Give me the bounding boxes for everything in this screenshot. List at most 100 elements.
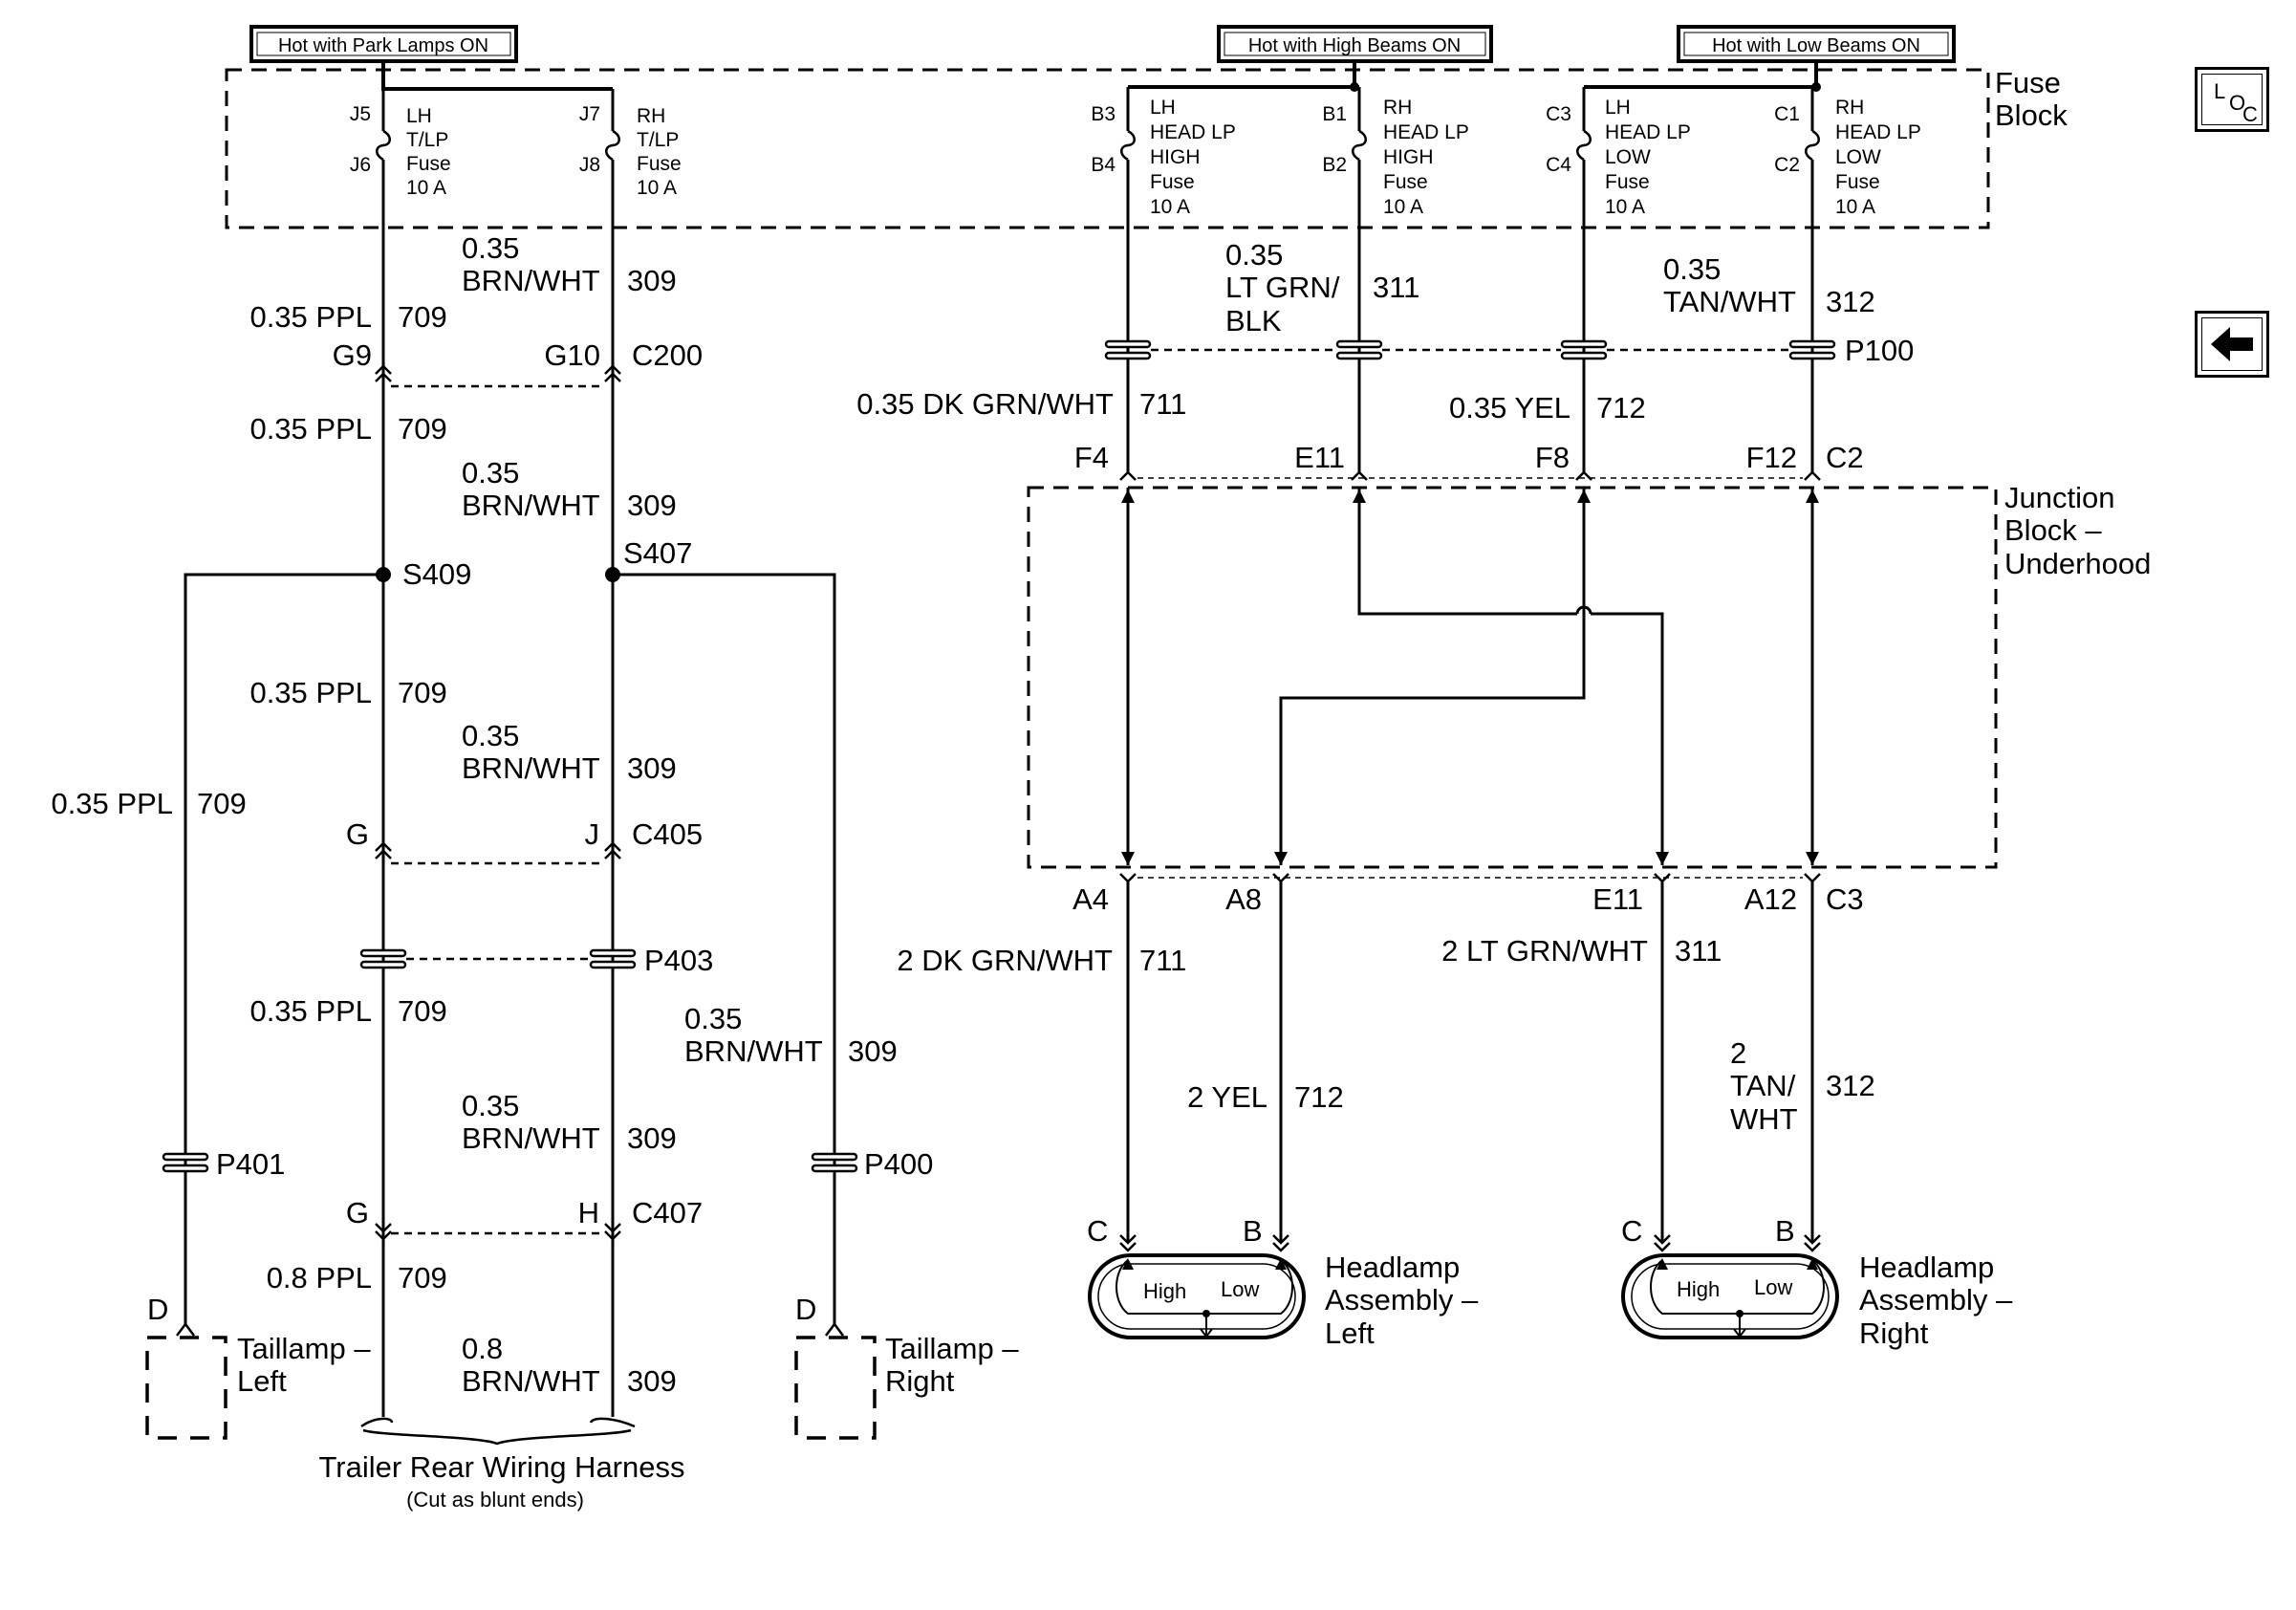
inline-p400-label: P400 [864,1147,933,1181]
svg-text:HEAD LP: HEAD LP [1150,121,1236,143]
wire-312-circuit-top: 312 [1826,285,1875,318]
fuse-symbols [376,113,1820,162]
junction-block-label-2: Block – [2004,513,2102,547]
svg-text:B2: B2 [1322,154,1347,176]
svg-text:D: D [147,1293,168,1326]
headlamp-left-terminal-b: B [1243,1214,1263,1248]
wire-309-circuit-e: 309 [627,1364,677,1398]
headlamp-wires [1126,160,1814,474]
svg-text:LOW: LOW [1835,146,1881,168]
svg-text:C3: C3 [1546,103,1571,125]
svg-text:HIGH: HIGH [1150,146,1201,168]
svg-text:Left: Left [237,1364,287,1398]
wire-309-size-a2: BRN/WHT [462,264,600,297]
junction-top-connectors [1119,470,1821,481]
wire-709-size-e: 0.8 PPL [267,1261,372,1295]
fuse-rh-tlp: J7 J8 RH T/LP Fuse 10 A [579,103,682,199]
svg-text:High: High [1677,1277,1720,1301]
connector-e11-top: E11 [1294,441,1345,474]
wire-712-size-mid: 0.35 YEL [1449,391,1570,424]
wire-309-size-c1: 0.35 [462,719,519,752]
svg-text:Taillamp –: Taillamp – [885,1332,1019,1365]
wire-312-size-bottom-3: WHT [1730,1102,1798,1136]
splice-dots [376,567,620,582]
wire-312-size-2: TAN/WHT [1663,285,1796,318]
svg-text:Fuse: Fuse [1835,171,1880,193]
wire-709-circuit-b: 709 [398,412,447,446]
splice-s409 [376,567,391,582]
svg-text:C4: C4 [1546,154,1571,176]
connector-e11-bottom: E11 [1592,882,1643,916]
svg-text:LH: LH [1150,97,1176,119]
fuse-block-outline [225,68,1990,229]
svg-text:RH: RH [1835,97,1864,119]
inline-p403-label: P403 [644,944,713,977]
svg-text:LH: LH [406,105,432,127]
svg-text:Low: Low [1754,1275,1792,1299]
connector-c407-g: G [346,1196,369,1229]
svg-text:HEAD LP: HEAD LP [1835,121,1921,143]
wire-312-circuit-bottom: 312 [1826,1069,1875,1102]
inline-connector-p403 [359,948,637,969]
svg-text:Headlamp: Headlamp [1859,1251,1994,1284]
inline-p401-label: P401 [216,1147,285,1181]
location-button[interactable]: L O C [2195,67,2269,132]
svg-text:10 A: 10 A [1150,196,1190,218]
wire-709-size-c: 0.35 PPL [249,676,372,709]
connector-c2: C2 [1826,441,1864,474]
high-beams-header: Hot with High Beams ON [1217,25,1493,63]
wire-711-circuit-bottom: 711 [1139,944,1186,977]
svg-text:J5: J5 [350,103,371,125]
low-beams-header: Hot with Low Beams ON [1677,25,1956,63]
svg-text:J6: J6 [350,154,371,176]
svg-text:B4: B4 [1091,154,1116,176]
svg-text:C2: C2 [1774,154,1800,176]
svg-text:High: High [1143,1279,1186,1303]
inline-p100-label: P100 [1845,334,1914,367]
loc-letter-c: C [2242,102,2258,126]
svg-text:RH: RH [1383,97,1412,119]
splice-s407 [605,567,620,582]
location-button-frame [2201,74,2263,125]
loc-letter-l: L [2214,79,2226,103]
svg-text:LOW: LOW [1605,146,1651,168]
connector-c405-g: G [346,817,369,851]
wire-309-size-e1: 0.8 [462,1332,503,1365]
wire-712-circuit-mid: 712 [1596,391,1646,424]
junction-block-label-3: Underhood [2004,547,2151,580]
svg-text:Fuse: Fuse [1150,171,1195,193]
wire-309-circuit-right: 309 [848,1034,898,1068]
connector-c407-h: H [578,1196,599,1229]
svg-text:B3: B3 [1091,103,1116,125]
fuse-lh-tlp: J5 J6 LH T/LP Fuse 10 A [350,103,451,199]
junction-block-label-1: Junction [2004,481,2114,514]
svg-text:T/LP: T/LP [406,129,448,151]
headlamp-assembly-right: High Low Headlamp Assembly – Right [1621,1251,2013,1350]
wire-309-size-c2: BRN/WHT [462,751,600,785]
svg-text:J8: J8 [579,154,600,176]
svg-text:Taillamp –: Taillamp – [237,1332,371,1365]
taillamp-right: D Taillamp – Right [794,1293,1019,1440]
fuse-bus-bars [381,61,1818,91]
connector-f4: F4 [1074,441,1109,474]
svg-text:10 A: 10 A [637,177,677,199]
wire-709-circuit-left: 709 [197,787,247,820]
connector-c405 [375,841,621,865]
svg-text:Fuse: Fuse [1383,171,1428,193]
wire-709-circuit-c: 709 [398,676,447,709]
wire-309-size-right1: 0.35 [684,1002,742,1035]
svg-text:HEAD LP: HEAD LP [1383,121,1469,143]
svg-text:Assembly –: Assembly – [1859,1283,2013,1316]
wire-312-size-bottom-1: 2 [1730,1036,1746,1070]
connector-c200 [375,364,621,388]
connector-c3: C3 [1826,882,1864,916]
low-beams-header-label: Hot with Low Beams ON [1712,35,1920,56]
wire-311-circuit-top: 311 [1373,271,1419,304]
wire-709-size-b: 0.35 PPL [249,412,372,446]
wire-709-circuit-a: 709 [398,300,447,334]
back-button[interactable] [2195,311,2269,378]
svg-text:T/LP: T/LP [637,129,679,151]
harness-note: (Cut as blunt ends) [406,1488,584,1512]
fuse-drop-lines [381,87,1814,113]
svg-text:LH: LH [1605,97,1631,119]
